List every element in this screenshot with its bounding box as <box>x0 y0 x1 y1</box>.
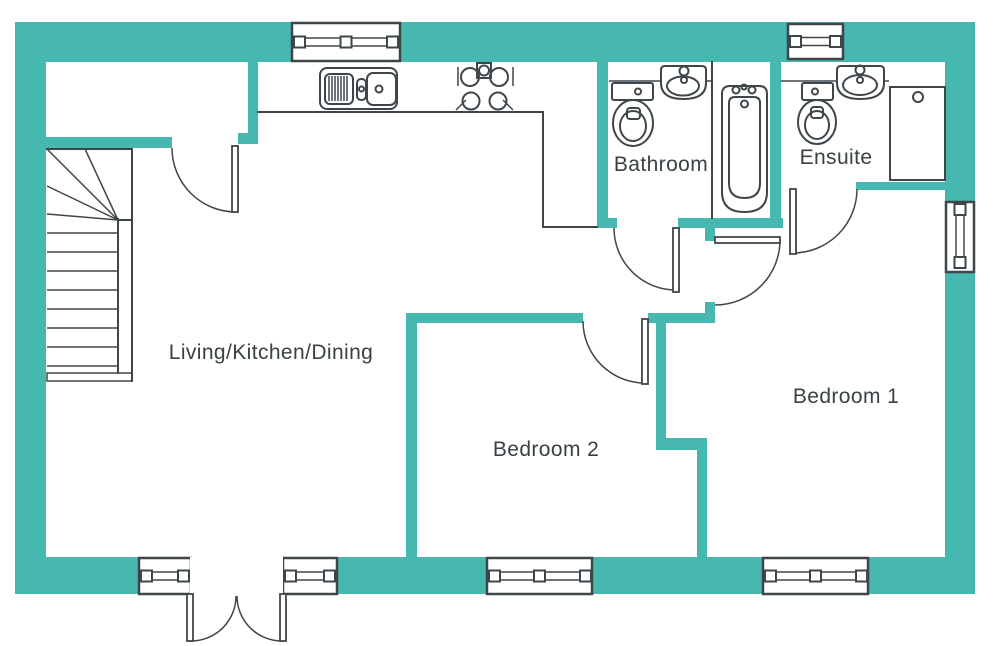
ensuite-basin <box>836 64 885 101</box>
kitchen-sink <box>319 67 398 110</box>
ensuite-window <box>786 22 845 61</box>
room-label-living: Living/Kitchen/Dining <box>169 341 374 364</box>
store-room-door <box>171 145 239 213</box>
room-label-bathroom: Bathroom <box>614 153 708 176</box>
shower <box>889 86 946 181</box>
interior-walls <box>46 62 945 557</box>
bathroom-basin <box>660 65 707 101</box>
bedroom1-side-window <box>944 200 976 274</box>
bedroom2-door <box>582 318 649 385</box>
ensuite-fixtures <box>781 64 946 181</box>
room-label-bedroom1: Bedroom 1 <box>793 385 899 408</box>
staircase <box>46 148 133 382</box>
room-label-ensuite: Ensuite <box>800 146 873 169</box>
french-doors <box>186 557 287 642</box>
living-window-left <box>137 556 193 596</box>
bathtub <box>721 83 768 214</box>
ensuite-toilet <box>797 82 837 145</box>
hob <box>455 62 514 111</box>
bathroom-toilet <box>611 82 654 147</box>
french-door-leaf-right <box>279 593 287 642</box>
bathroom-fixtures <box>609 61 768 219</box>
room-label-bedroom2: Bedroom 2 <box>493 438 599 461</box>
living-window-right <box>281 556 339 596</box>
ensuite-door <box>789 188 858 255</box>
bathroom-door <box>613 227 680 293</box>
kitchen-window <box>290 21 402 63</box>
french-door-leaf-left <box>186 593 194 642</box>
bedroom2-window <box>485 556 594 596</box>
bedroom1-door <box>714 236 781 306</box>
bedroom1-window <box>761 556 870 596</box>
kitchen-counter <box>257 111 598 228</box>
